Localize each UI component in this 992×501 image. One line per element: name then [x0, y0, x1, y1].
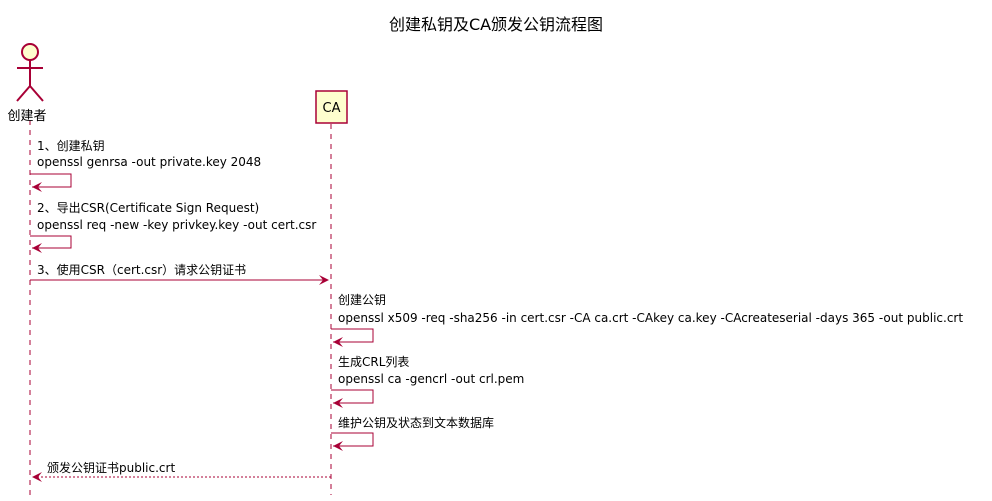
message-4-self-arrow — [331, 328, 374, 343]
message-5-title: 生成CRL列表 — [338, 355, 409, 369]
message-2-command: openssl req -new -key privkey.key -out c… — [37, 218, 316, 232]
message-6-self-arrow — [331, 432, 374, 447]
message-4-title: 创建公钥 — [338, 293, 386, 307]
message-3-arrowhead — [319, 275, 329, 285]
diagram-title: 创建私钥及CA颁发公钥流程图 — [389, 15, 603, 34]
message-1-command: openssl genrsa -out private.key 2048 — [37, 155, 261, 169]
message-5-command: openssl ca -gencrl -out crl.pem — [338, 372, 524, 386]
message-3-label: 3、使用CSR（cert.csr）请求公钥证书 — [37, 262, 246, 277]
message-2-arrowhead — [32, 243, 42, 253]
message-4-command: openssl x509 -req -sha256 -in cert.csr -… — [338, 311, 963, 325]
message-7-arrowhead — [32, 472, 42, 482]
creator-actor-label: 创建者 — [7, 109, 46, 124]
creator-actor-icon — [16, 43, 44, 102]
message-1-self-arrow — [30, 173, 72, 188]
message-7-label: 颁发公钥证书public.crt — [47, 460, 175, 475]
message-6-label: 维护公钥及状态到文本数据库 — [338, 415, 494, 430]
ca-participant-label: CA — [323, 101, 341, 116]
message-6-arrowhead — [333, 441, 343, 451]
message-4-arrowhead — [333, 337, 343, 347]
message-5-self-arrow — [331, 389, 374, 404]
message-5-arrowhead — [333, 398, 343, 408]
message-2-self-arrow — [30, 235, 72, 249]
message-1-arrowhead — [32, 182, 42, 192]
ca-participant-box — [315, 90, 348, 124]
message-2-title: 2、导出CSR(Certificate Sign Request) — [37, 201, 259, 215]
message-1-title: 1、创建私钥 — [37, 139, 105, 153]
